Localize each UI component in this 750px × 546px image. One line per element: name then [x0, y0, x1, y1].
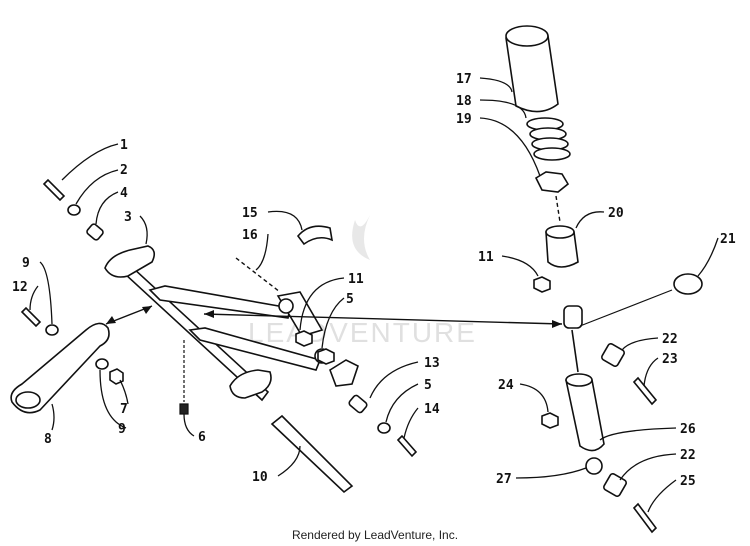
arrowhead-left-b	[142, 306, 152, 314]
shaft-10	[270, 414, 354, 494]
spacer-13	[348, 394, 368, 414]
footer-credit: Rendered by LeadVenture, Inc.	[291, 528, 459, 542]
shock-body-26	[565, 374, 605, 452]
flame-logo-icon	[352, 215, 370, 260]
callout-18: 18	[456, 94, 472, 109]
callout-15: 15	[242, 206, 258, 221]
bolt-14	[396, 434, 418, 458]
callout-labels: 1 2 3 4 5 5 6 7 8 9 9 10 11 11 12 13 14 …	[12, 72, 736, 489]
shock-body-top	[565, 373, 593, 387]
arrowhead-right-b	[552, 320, 562, 328]
leader-lines	[29, 77, 719, 513]
boot-top	[505, 25, 549, 47]
callout-16: 16	[242, 228, 258, 243]
callout-3: 3	[124, 210, 132, 225]
upper-parts	[235, 225, 335, 365]
callout-20: 20	[608, 206, 624, 221]
spacer-22a	[601, 343, 625, 367]
nut-11	[295, 330, 313, 347]
pad-21	[673, 273, 703, 295]
shock-assembly	[505, 25, 703, 534]
nut-11b	[533, 276, 551, 293]
callout-5b: 5	[424, 378, 432, 393]
shock-rod	[571, 329, 579, 373]
arrowhead-right-a	[204, 310, 214, 318]
spacer-22b	[603, 473, 627, 497]
callout-26: 26	[680, 422, 696, 437]
callout-14: 14	[424, 402, 440, 417]
callout-17: 17	[456, 72, 472, 87]
pad-axis	[579, 289, 673, 327]
arrow-link-right	[203, 313, 563, 325]
a-arm-rear-bracket	[329, 359, 359, 387]
bolt-12	[20, 306, 42, 328]
callout-22a: 22	[662, 332, 678, 347]
shock-top-eye	[563, 305, 583, 329]
bolt-23	[632, 376, 658, 406]
watermark-text: LEADVENTURE	[248, 317, 477, 348]
washer-5	[317, 348, 335, 365]
callout-11a: 11	[348, 272, 364, 287]
callout-2: 2	[120, 163, 128, 178]
left-hardware	[20, 178, 189, 415]
callout-23: 23	[662, 352, 678, 367]
washer-9b	[95, 358, 109, 370]
bolt-1	[42, 178, 66, 202]
callout-4: 4	[120, 186, 128, 201]
bushing-15	[296, 225, 334, 246]
callout-9a: 9	[22, 256, 30, 271]
callout-25: 25	[680, 474, 696, 489]
a-arm-top-bracket	[104, 245, 156, 278]
callout-12: 12	[12, 280, 28, 295]
link-arm-eye	[15, 391, 41, 409]
bolt-16	[235, 257, 281, 293]
left-rear-hardware	[348, 394, 418, 458]
bumper-top	[545, 225, 575, 239]
link-arm-8	[10, 322, 110, 414]
callout-8: 8	[44, 432, 52, 447]
callout-1: 1	[120, 138, 128, 153]
spring-19	[529, 127, 571, 161]
callout-6: 6	[198, 430, 206, 445]
grease-fitting-6	[179, 403, 189, 415]
a-arm-bottom-bracket	[229, 369, 272, 399]
washer-2	[67, 204, 81, 216]
shock-bottom-eye	[585, 457, 603, 475]
leadventure-watermark: LEADVENTURE	[248, 215, 477, 348]
callout-9b: 9	[118, 422, 126, 437]
callout-5a: 5	[346, 292, 354, 307]
callout-11b: 11	[478, 250, 494, 265]
callout-13: 13	[424, 356, 440, 371]
collar-19	[534, 171, 570, 193]
callout-21: 21	[720, 232, 736, 247]
arrowhead-left	[106, 316, 116, 324]
spacer-4	[86, 223, 104, 241]
callout-7: 7	[120, 402, 128, 417]
callout-22b: 22	[680, 448, 696, 463]
link-arm-body	[10, 322, 110, 414]
bolt-25	[632, 502, 658, 534]
callout-19: 19	[456, 112, 472, 127]
nut-24	[541, 412, 559, 429]
washer-5b	[377, 422, 391, 434]
a-arm-lower-brace	[188, 327, 322, 371]
washer-9	[45, 324, 59, 336]
bushing-upper	[278, 298, 294, 314]
shaft-axis-upper	[555, 195, 561, 223]
callout-10: 10	[252, 470, 268, 485]
callout-24: 24	[498, 378, 514, 393]
connection-arrows	[105, 305, 563, 328]
callout-27: 27	[496, 472, 512, 487]
